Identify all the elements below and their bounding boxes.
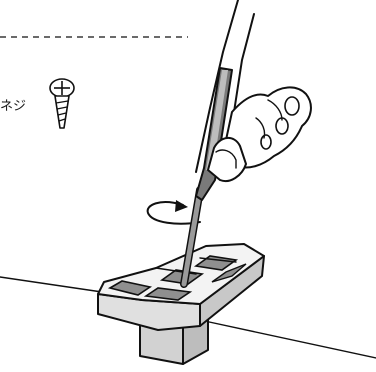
screw-label: ネジ (0, 99, 26, 114)
screw-icon (49, 78, 75, 129)
hand (195, 0, 312, 182)
table-surface (0, 276, 103, 293)
bracket (97, 243, 265, 365)
rotation-arrow-icon (146, 200, 201, 225)
